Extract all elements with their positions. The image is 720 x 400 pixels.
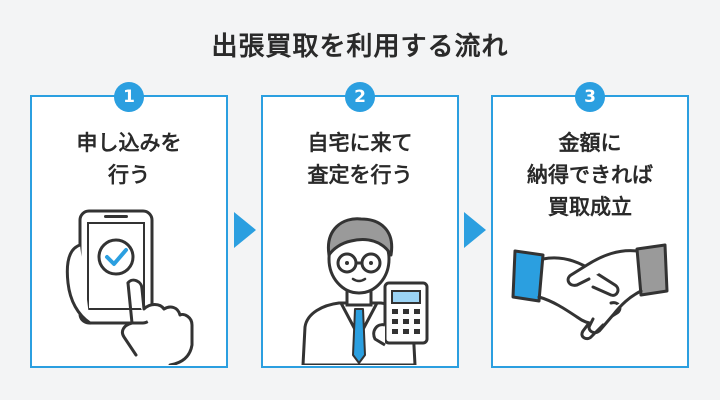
step-card-1: 1 申し込みを 行う — [30, 82, 228, 368]
step-label-line: 申し込みを — [76, 131, 182, 155]
step-number-badge: 3 — [575, 82, 605, 112]
smartphone-check-icon — [65, 209, 194, 365]
appraiser-with-calculator-icon — [301, 217, 429, 365]
step-label-line: 買取成立 — [548, 195, 632, 219]
arrow-right-icon — [234, 212, 256, 248]
step-label-line: 納得できれば — [527, 163, 653, 187]
step-number-badge: 1 — [114, 82, 144, 112]
page-title: 出張買取を利用する流れ — [211, 32, 509, 62]
step-label-line: 金額に — [558, 131, 622, 155]
step-card-3: 3 金額に 納得できれば 買取成立 — [491, 82, 689, 368]
arrow-right-icon — [464, 212, 486, 248]
handshake-icon — [511, 243, 669, 341]
step-label-line: 自宅に来て — [307, 131, 413, 155]
step-label-line: 査定を行う — [307, 163, 413, 187]
step-label: 金額に 納得できれば 買取成立 — [493, 127, 687, 223]
step-number-badge: 2 — [345, 82, 375, 112]
step-label-line: 行う — [108, 163, 150, 187]
step-label: 自宅に来て 査定を行う — [263, 127, 457, 191]
step-label: 申し込みを 行う — [32, 127, 226, 191]
step-card-2: 2 自宅に来て 査定を行う — [261, 82, 459, 368]
